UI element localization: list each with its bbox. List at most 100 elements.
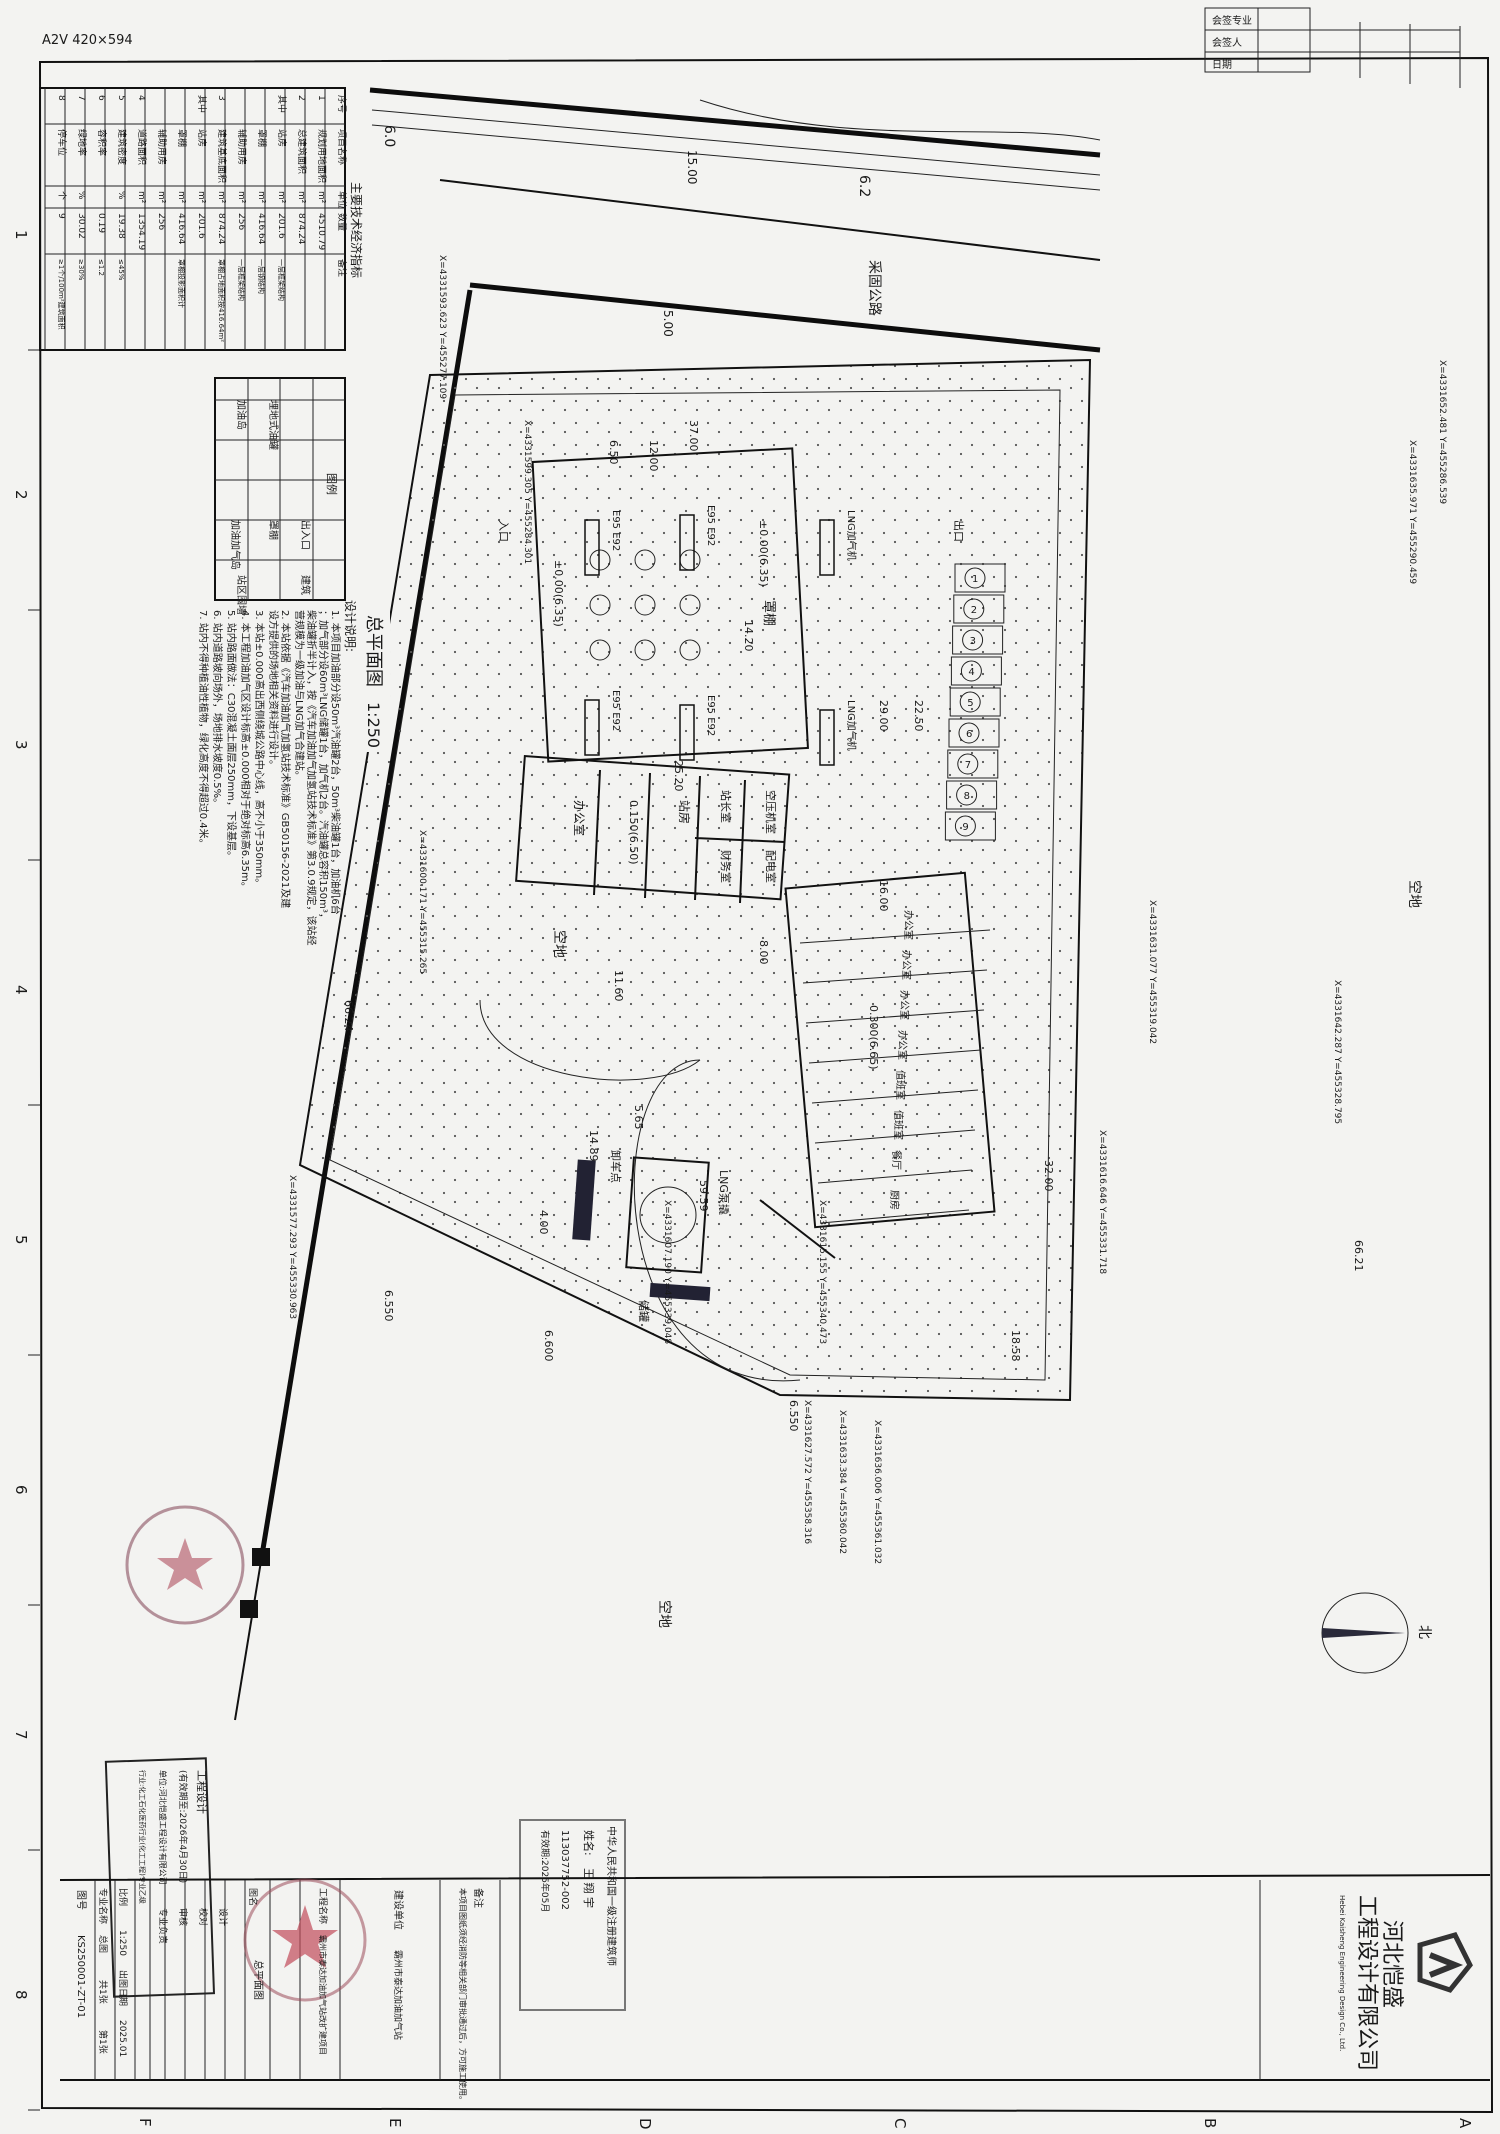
table-header: 项目名称 (336, 129, 348, 165)
cert-text: 行业:化工石化医药行业(化工工程)专业乙级 (138, 1770, 147, 1904)
drawing-name: 总平面图 (252, 1960, 265, 2000)
table-cell: m² (196, 191, 206, 204)
table-header: 数量 (336, 213, 348, 231)
dimension-label: 12.00 (647, 440, 660, 472)
table-cell: 5 (116, 95, 126, 101)
company-name-en: Hebei Kaisheng Engineering Design Co., L… (1338, 1895, 1346, 2051)
drawing-number: KS250001-ZT-01 (75, 1935, 86, 2018)
north-label: 北 (1416, 1625, 1432, 1639)
coordinate-label: X=4331616.646 Y=455331.718 (1097, 1130, 1107, 1274)
remarks-heading: 备注 (472, 1888, 485, 1908)
road: 采固公路 6.0 6.2 15.00 5.00 (369, 87, 1101, 337)
table-cell: 罩棚 (176, 129, 188, 147)
exit-label: 出口 (952, 520, 966, 542)
dispenser-label: E95 E92 (610, 510, 621, 551)
coordinate-labels: X=4331593.623 Y=455277.109X=4331652.481 … (287, 255, 1447, 1564)
table-cell: ≥1个/100m²建筑面积 (57, 259, 66, 330)
aux-room-label: 值班室 (892, 1110, 905, 1140)
table-cell: 一层钢结构 (257, 259, 266, 294)
project-name: 霸州市泰达加油加气站改扩建项目 (318, 1935, 328, 2055)
table-cell: 201.6 (196, 213, 206, 239)
table-cell: 4 (136, 95, 146, 101)
coordinate-label: X=4331607.190 Y=455339.048 (662, 1200, 672, 1344)
north-arrow: 北 (1321, 1592, 1432, 1674)
dimension-label: 29.00 (877, 700, 890, 732)
north-arrow-icon (1322, 1628, 1405, 1638)
dimension-label: 14.89 (587, 1130, 600, 1162)
aux-room-label: 办公室 (896, 1030, 909, 1060)
grid-number: 8 (12, 1990, 30, 2000)
table-cell: m² (256, 191, 266, 204)
grid-number: 6 (12, 1485, 30, 1495)
dispenser-label: LNG加气机 (845, 510, 858, 561)
elevation-label: 6.2 (856, 175, 872, 197)
signoff-label: 会签人 (1212, 36, 1242, 49)
grid-number: 2 (12, 490, 30, 500)
table-cell: 8 (56, 95, 66, 101)
company-name: 河北恺盛 (1379, 1920, 1404, 2008)
parking-space (949, 687, 1001, 717)
table-cell: 256 (236, 213, 246, 230)
coordinate-label: X=4331636.006 Y=455361.032 (872, 1420, 882, 1564)
design-note: 柴油罐折半计入，按《汽车加油加气加氢站技术标准》第3.0.9规定，该站经 (305, 610, 318, 945)
room-power: 配电室 (764, 850, 778, 883)
table-cell: m² (176, 191, 186, 204)
coordinate-label: X=4331593.623 Y=455277.109 (437, 255, 447, 399)
dimension-label: 16.00 (877, 880, 890, 912)
indicators-title: 主要技术经济指标 (349, 182, 364, 278)
coordinate-label: X=4331627.572 Y=455358.316 (802, 1400, 812, 1544)
seal-valid: 有效期:2025年05月 (539, 1830, 551, 1912)
table-cell: ≤45% (117, 259, 125, 281)
seal-reg: 113037752-002 (559, 1830, 570, 1910)
tb-label: 建设单位 (392, 1890, 405, 1930)
design-note: 6. 站内道路坡向场外，场地排水坡度0.5%。 (211, 610, 224, 808)
dimension-label: 66.21 (1352, 1240, 1365, 1272)
dispenser-island (584, 699, 600, 756)
dimension-label: 6.50 (607, 440, 620, 465)
legend-item: 罩棚 (267, 520, 280, 540)
table-cell: 1 (316, 95, 326, 101)
parking-number: 2 (971, 605, 977, 616)
dimension-label: 37.00 (687, 420, 700, 452)
coordinate-label: X=4331577.293 Y=455330.963 (287, 1175, 297, 1319)
signoff-label: 会签专业 (1212, 14, 1252, 27)
city-approval-stamp (125, 1505, 245, 1625)
parking-number: 8 (964, 791, 970, 802)
table-cell: % (116, 191, 126, 200)
grid-letter: B (1201, 2118, 1219, 2128)
dispenser-island (679, 704, 695, 761)
table-cell: m² (136, 191, 146, 204)
table-cell: m² (156, 191, 166, 204)
seal-text: 姓名: (582, 1830, 596, 1856)
room-manager: 站长室 (719, 790, 733, 823)
tb-label: 图号 (75, 1890, 87, 1910)
table-cell: 总建筑面积 (296, 129, 308, 174)
dimension-label: 11.60 (612, 970, 625, 1002)
room-compressor: 空压机室 (764, 790, 778, 834)
dimension-label: 25.20 (672, 760, 685, 792)
legend-item: 站区围墙 (235, 575, 248, 615)
table-cell: 1354.19 (136, 213, 146, 250)
parking-number: 9 (962, 822, 968, 833)
table-cell: ≤1.2 (97, 259, 105, 276)
table-cell: % (76, 191, 86, 200)
dispenser-island (679, 514, 695, 571)
table-cell: 9 (56, 213, 66, 219)
cert-text: 单位:河北恺盛工程设计有限公司 (158, 1770, 168, 1885)
table-cell: 一层框架结构 (237, 259, 246, 301)
parking-number: 1 (972, 574, 978, 585)
table-cell: 辅助用房 (156, 129, 168, 165)
design-note: 2. 本站依据《汽车加油加气加氢站技术标准》GB50156-2021及建 (279, 610, 292, 908)
tank-icon (679, 594, 701, 616)
parking-space (950, 656, 1002, 686)
parking-space (947, 749, 999, 779)
lng-pump-label: LNG泵撬 (717, 1170, 731, 1215)
tb-label: 图名 (247, 1888, 259, 1906)
parking-number: 6 (966, 729, 972, 740)
dimension-label: 8.00 (757, 940, 770, 965)
seal-text: 中华人民共和国一级注册建筑师 (605, 1826, 618, 1966)
coordinate-label: X=4331633.384 Y=455360.042 (837, 1410, 847, 1554)
design-note: 营规模为一级加油与LNG加气合建站。 (293, 610, 306, 781)
road-name: 采固公路 (866, 260, 882, 316)
